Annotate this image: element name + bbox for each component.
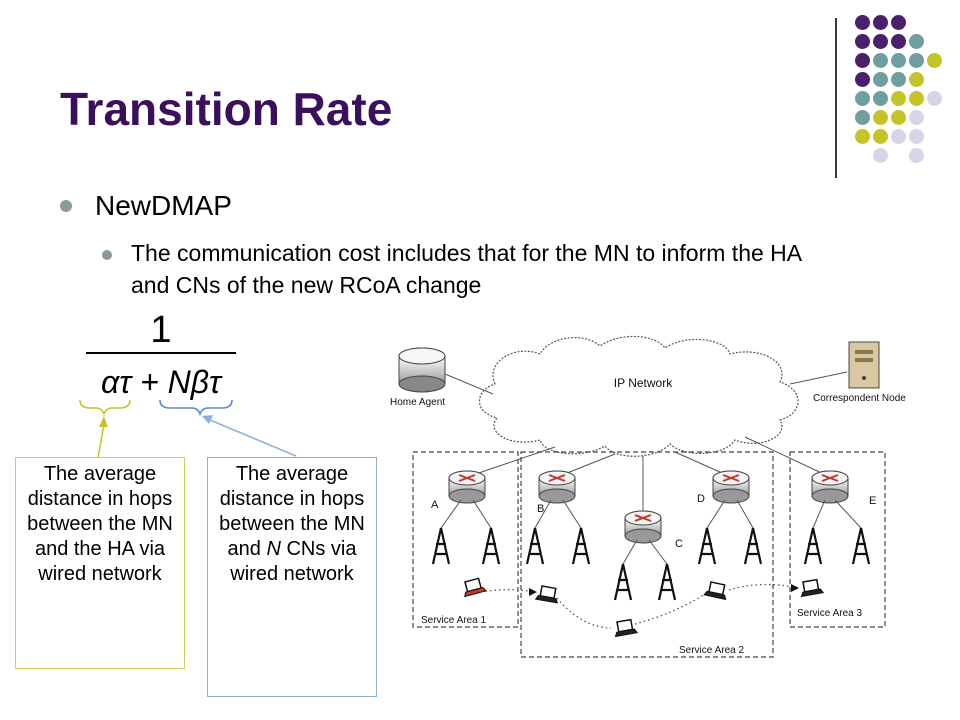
router-label-b: B: [537, 503, 544, 515]
decor-dot: [855, 110, 870, 125]
transition-rate-formula: 1 ατ + Nβτ: [79, 309, 236, 417]
sub-bullet-marker: [102, 250, 112, 260]
decor-dot: [873, 148, 888, 163]
network-diagram: IP Network Home Agent Correspondent Node: [390, 335, 906, 658]
decor-dot: [927, 53, 942, 68]
callout-cn-text-2: CNs via wired network: [230, 538, 357, 585]
decor-dot: [891, 15, 906, 30]
link-cn-cloud: [789, 371, 848, 385]
link-ha-cloud: [444, 373, 494, 395]
home-agent-label: Home Agent: [390, 397, 445, 408]
decor-dot: [909, 34, 924, 49]
decor-dot: [855, 129, 870, 144]
router-label-d: D: [697, 493, 705, 505]
decor-dot: [855, 34, 870, 49]
decor-dot: [855, 91, 870, 106]
decor-dot: [891, 53, 906, 68]
callout-ha-distance: The average distance in hops between the…: [15, 457, 185, 669]
bullet-marker: [60, 200, 72, 212]
mobile-node-movement-path: [480, 583, 800, 629]
bullet-newdmap: NewDMAP: [95, 190, 232, 221]
brace-n-beta-tau: [159, 399, 233, 417]
callout-cn-distance: The average distance in hops between the…: [207, 457, 377, 697]
arrow-right: [209, 419, 297, 457]
decor-dot: [855, 15, 870, 30]
mobile-node-laptop-icons: [464, 577, 825, 638]
decor-dot: [909, 91, 924, 106]
title-divider-line: [835, 18, 837, 178]
router-icons: [448, 470, 849, 544]
access-links: [440, 499, 862, 565]
callout-cn-text-1: The average distance in hops between the…: [219, 463, 365, 560]
formula-numerator: 1: [150, 309, 171, 351]
cloud-label: IP Network: [614, 376, 673, 390]
service-area-2-box: [520, 451, 774, 658]
decor-dot: [891, 91, 906, 106]
callout-arrows: [97, 415, 297, 459]
decor-dot: [891, 72, 906, 87]
router-label-e: E: [869, 495, 876, 507]
arrow-left: [97, 423, 105, 459]
decor-dot: [855, 72, 870, 87]
formula-denominator: ατ + Nβτ: [101, 364, 223, 400]
service-area-1-label: Service Area 1: [421, 615, 486, 626]
decor-dot: [891, 129, 906, 144]
service-area-3-label: Service Area 3: [797, 608, 862, 619]
decor-dot: [873, 72, 888, 87]
movement-arrowheads: [529, 584, 799, 596]
service-area-3-box: [789, 451, 886, 628]
cell-tower-icons: [431, 527, 871, 601]
callout-ha-text: The average distance in hops between the…: [27, 463, 173, 585]
decor-dot: [873, 91, 888, 106]
decor-dot: [909, 53, 924, 68]
arrow-right-head: [202, 415, 213, 424]
correspondent-node-label: Correspondent Node: [813, 393, 906, 404]
decor-dot: [873, 15, 888, 30]
decor-dot: [873, 53, 888, 68]
service-area-2-label: Service Area 2: [679, 645, 744, 656]
decor-dot: [927, 91, 942, 106]
arrow-left-head: [99, 416, 108, 427]
service-area-1-box: [412, 451, 519, 628]
decor-dot: [891, 110, 906, 125]
decor-dot: [873, 129, 888, 144]
decor-dot: [909, 110, 924, 125]
home-agent-router-icon: [398, 347, 446, 393]
decor-dot: [909, 129, 924, 144]
correspondent-server-icon: [848, 341, 880, 389]
decor-dot: [909, 72, 924, 87]
brace-alpha-tau: [79, 399, 131, 417]
decor-dot: [909, 148, 924, 163]
router-label-a: A: [431, 499, 439, 511]
decor-dot: [855, 53, 870, 68]
decorative-dot-grid: [0, 0, 960, 163]
ip-network-cloud: [479, 335, 799, 457]
callout-cn-italic-n: N: [266, 538, 281, 560]
slide-title: Transition Rate: [60, 83, 393, 135]
decor-dot: [891, 34, 906, 49]
sub-bullet-text: The communication cost includes that for…: [131, 240, 801, 298]
decor-dot: [873, 34, 888, 49]
router-label-c: C: [675, 538, 683, 550]
decor-dot: [873, 110, 888, 125]
